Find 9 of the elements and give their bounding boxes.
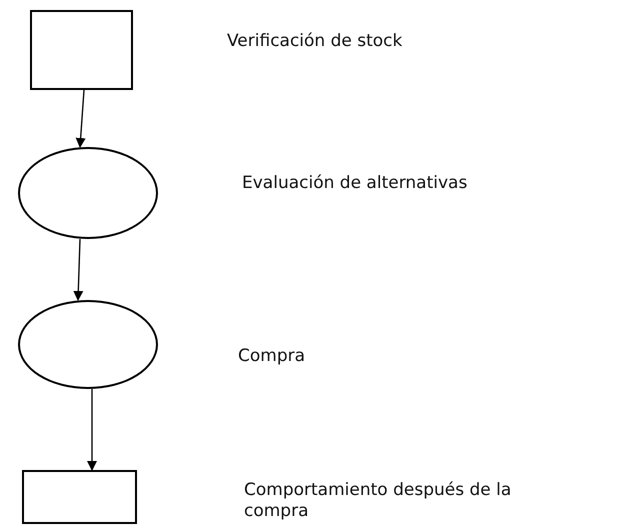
arrow xyxy=(87,389,97,471)
arrow xyxy=(76,90,86,148)
arrow xyxy=(73,238,84,301)
process-box xyxy=(30,10,133,90)
step-label: Compra xyxy=(238,346,306,367)
step-label: Comportamiento después de la compra xyxy=(244,480,512,522)
process-box xyxy=(22,470,137,524)
step-label: Evaluación de alternativas xyxy=(242,173,468,194)
step-label: Verificación de stock xyxy=(227,31,404,52)
